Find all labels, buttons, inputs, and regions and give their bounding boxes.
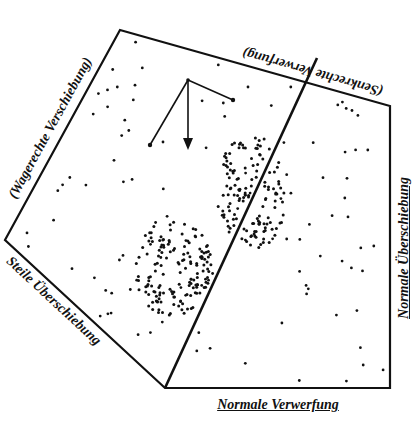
edge-label: Steile Überschiebung bbox=[4, 254, 104, 348]
fault-line bbox=[165, 58, 317, 388]
edge-label: Normale Überschiebung bbox=[397, 177, 411, 319]
edge-label: (Wagerechte Verschiebung) bbox=[6, 55, 95, 201]
edge-label: (Senkrechte Verwerfung) bbox=[241, 46, 384, 99]
block-outline bbox=[5, 30, 390, 388]
displacement-arrows bbox=[148, 78, 235, 150]
edge-label: Normale Verwerfung bbox=[217, 398, 339, 412]
